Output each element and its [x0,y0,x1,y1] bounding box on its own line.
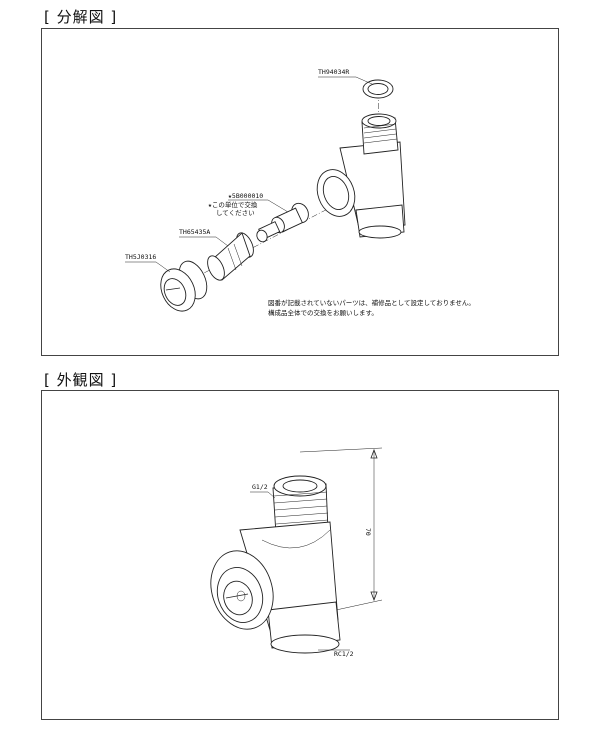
label-strainer: TH65435A [179,228,210,236]
note-line-1: 図番が記載されていないパーツは、補修品として設定しておりません。 [268,298,475,307]
label-cartridge-note-2: してください [216,209,255,217]
section-title-exploded: [ 分解図 ] [44,8,118,26]
panel-exploded [41,28,559,356]
cap [160,260,208,312]
label-top-thread: G1/2 [252,483,268,491]
strainer [207,232,254,281]
label-cartridge-note-1: ★この単位で交換 [208,200,258,209]
label-cap: TH5J0316 [125,253,156,261]
cartridge [256,202,309,243]
valve-top-thread [272,475,329,535]
valve-body [316,113,406,239]
note-line-2: 構成品全体での交換をお願いします。 [268,308,378,317]
valve-side-port [210,550,274,630]
exterior-diagram: 70 G1/2 R [210,447,383,658]
exploded-diagram: TH94034R ★5B000010 ★この単位で交換 してください TH654… [125,68,475,317]
label-gasket: TH94034R [318,68,349,76]
panel-exterior [41,390,559,720]
label-bottom-thread: RC1/2 [334,650,354,658]
section-title-exterior: [ 外観図 ] [44,371,118,389]
gasket-ring [362,79,394,99]
label-cartridge: ★5B000010 [228,192,263,200]
dimension-label: 70 [364,528,372,536]
